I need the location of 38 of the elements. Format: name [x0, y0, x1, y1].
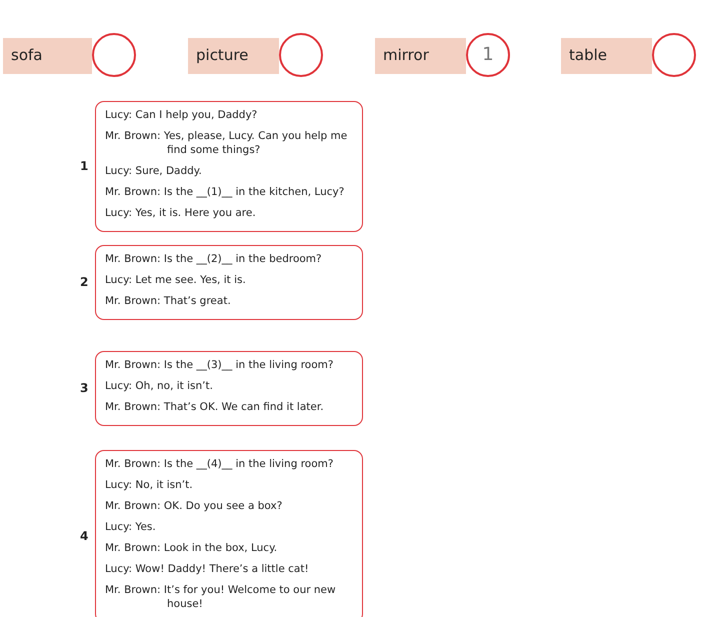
- dialogue-line: Lucy: Let me see. Yes, it is.: [105, 273, 247, 287]
- dialogue-line: Lucy: Can I help you, Daddy?: [105, 108, 258, 122]
- dialogue-line: Mr. Brown: Look in the box, Lucy.: [105, 541, 278, 555]
- dialogue-line: Mr. Brown: Is the __(2)__ in the bedroom?: [105, 252, 323, 266]
- answer-field: 1: [466, 33, 510, 77]
- dialogue-line: Lucy: No, it isn’t.: [105, 478, 194, 492]
- word-label: picture: [196, 46, 248, 64]
- dialogue-line: Lucy: Oh, no, it isn’t.: [105, 379, 214, 393]
- dialogue-box: [95, 450, 363, 617]
- dialogue-box: [95, 101, 363, 232]
- dialogue-line: Mr. Brown: It’s for you! Welcome to our new house!: [105, 583, 337, 611]
- question-number: 1: [80, 158, 88, 172]
- dialogue-line: Mr. Brown: OK. Do you see a box?: [105, 499, 284, 513]
- word-band: [188, 38, 279, 74]
- dialogue-line: Lucy: Yes, it is. Here you are.: [105, 206, 257, 220]
- dialogue-line: Lucy: Sure, Daddy.: [105, 164, 203, 178]
- word-band: [561, 38, 652, 74]
- dialogue-line: Mr. Brown: That’s great.: [105, 294, 232, 308]
- dialogue-line: Mr. Brown: Yes, please, Lucy. Can you help me find some things?: [105, 129, 348, 157]
- dialogue-box: [95, 351, 363, 426]
- dialogue-line: Mr. Brown: Is the __(1)__ in the kitchen, Lucy?: [105, 185, 346, 199]
- word-label: table: [569, 46, 607, 64]
- dialogue-line: Lucy: Wow! Daddy! There’s a little cat!: [105, 562, 310, 576]
- question-number: 3: [80, 380, 88, 394]
- dialogue-line: Mr. Brown: Is the __(4)__ in the living room?: [105, 457, 334, 471]
- word-label: mirror: [383, 46, 429, 64]
- answer-field: [92, 33, 136, 77]
- answer-field: [279, 33, 323, 77]
- dialogue-line: Mr. Brown: That’s OK. We can find it later.: [105, 400, 325, 414]
- question-number: 2: [80, 274, 88, 288]
- dialogue-line: Lucy: Yes.: [105, 520, 157, 534]
- word-band: [3, 38, 92, 74]
- word-label: sofa: [11, 46, 42, 64]
- question-number: 4: [80, 528, 88, 542]
- word-band: [375, 38, 466, 74]
- answer-field: [652, 33, 696, 77]
- dialogue-box: [95, 245, 363, 320]
- dialogue-line: Mr. Brown: Is the __(3)__ in the living room?: [105, 358, 334, 372]
